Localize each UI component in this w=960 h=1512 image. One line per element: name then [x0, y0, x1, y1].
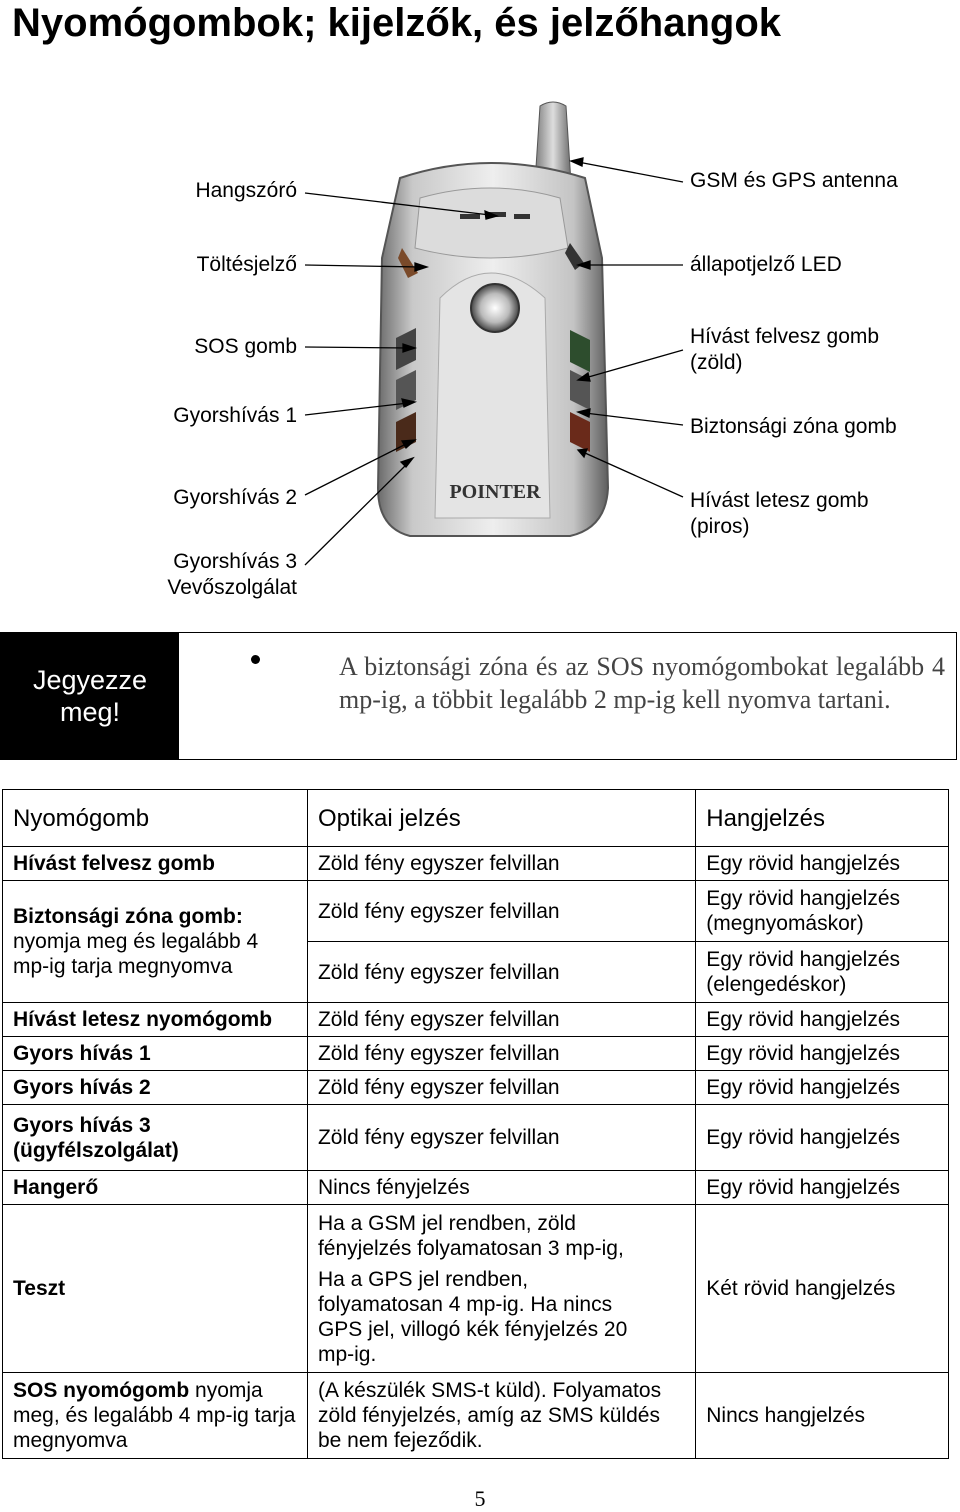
label-vevoszolgalat: Vevőszolgálat — [167, 576, 297, 599]
cell-sound: Nincs hangjelzés — [695, 1372, 949, 1459]
cell-button: Hangerő — [2, 1170, 308, 1205]
phone-brand-logo: POINTER — [449, 481, 541, 503]
label-gyorshivas-2: Gyorshívás 2 — [173, 486, 297, 509]
cell-button-rest: nyomja meg, és legalább 4 mp-ig tarja me… — [13, 1379, 296, 1452]
label-gyorshivas-3: Gyorshívás 3 — [173, 550, 297, 573]
note-label-line2: meg! — [59, 697, 120, 727]
cell-optical: Zöld fény egyszer felvillan — [306, 1002, 697, 1037]
cell-button-rest: nyomja meg és legalább 4 mp-ig tarja meg… — [13, 930, 259, 978]
pointer-lines — [304, 157, 684, 566]
cell-sound: Egy rövid hangjelzés — [695, 1036, 949, 1071]
label-felvesz-color: (zöld) — [690, 351, 743, 374]
cell-button: Teszt — [2, 1204, 308, 1373]
label-led: állapotjelző LED — [690, 253, 842, 276]
bullet-icon — [251, 655, 260, 664]
cell-sound: Egy rövid hangjelzés (elengedéskor) — [695, 941, 949, 1003]
cell-optical: Zöld fény egyszer felvillan — [306, 880, 697, 942]
cell-optical-gsm: Ha a GSM jel rendben, zöld fényjelzés fo… — [317, 1211, 624, 1260]
table-row: SOS nyomógomb nyomja meg, és legalább 4 … — [2, 1372, 949, 1459]
table-row: Teszt Ha a GSM jel rendben, zöld fényjel… — [2, 1204, 949, 1373]
cell-optical: Nincs fényjelzés — [306, 1170, 697, 1205]
table-row: Gyors hívás 2 Zöld fény egyszer felvilla… — [2, 1070, 949, 1105]
note-label-line1: Jegyezze — [32, 665, 148, 695]
table-row: Biztonsági zóna gomb:nyomja meg és legal… — [2, 880, 949, 1003]
label-zona-gomb: Biztonsági zóna gomb — [690, 415, 897, 438]
header-nyomogomb: Nyomógomb — [2, 789, 308, 847]
cell-sound: Egy rövid hangjelzés (megnyomáskor) — [695, 880, 949, 942]
cell-button: Biztonsági zóna gomb:nyomja meg és legal… — [2, 880, 308, 1003]
cell-sound: Egy rövid hangjelzés — [695, 1002, 949, 1037]
cell-sound: Egy rövid hangjelzés — [695, 1170, 949, 1205]
cell-button-bold: Biztonsági zóna gomb: — [13, 905, 243, 928]
cell-optical: Zöld fény egyszer felvillan — [306, 1036, 697, 1071]
table-header-row: Nyomógomb Optikai jelzés Hangjelzés — [2, 789, 949, 847]
cell-sound: Egy rövid hangjelzés — [695, 1070, 949, 1105]
label-felvesz-gomb: Hívást felvesz gomb — [690, 325, 880, 348]
page-number: 5 — [474, 1486, 486, 1511]
label-letesz-gomb: Hívást letesz gomb — [690, 489, 869, 512]
cell-sound: Két rövid hangjelzés — [695, 1204, 949, 1373]
cell-button: Gyors hívás 3 (ügyfélszolgálat) — [2, 1104, 308, 1171]
cell-optical: Zöld fény egyszer felvillan — [306, 941, 697, 1003]
label-letesz-color: (piros) — [690, 515, 750, 538]
table-row: Hívást letesz nyomógomb Zöld fény egysze… — [2, 1002, 949, 1037]
cell-optical: Zöld fény egyszer felvillan — [306, 1070, 697, 1105]
page-title: Nyomógombok; kijelzők, és jelzőhangok — [12, 1, 782, 45]
header-hangjelzes: Hangjelzés — [695, 789, 949, 847]
table-row: Hangerő Nincs fényjelzés Egy rövid hangj… — [2, 1170, 949, 1205]
header-optikai: Optikai jelzés — [306, 789, 697, 847]
label-hangszoro: Hangszóró — [195, 179, 297, 202]
cell-sound: Egy rövid hangjelzés — [695, 1104, 949, 1171]
note-text: A biztonsági zóna és az SOS nyomógomboka… — [339, 652, 945, 714]
buttons-table: Nyomógomb Optikai jelzés Hangjelzés Hívá… — [2, 789, 949, 1459]
cell-button: Gyors hívás 2 — [2, 1070, 308, 1105]
cell-optical: (A készülék SMS-t küld). Folyamatos zöld… — [306, 1372, 697, 1459]
cell-optical: Ha a GSM jel rendben, zöld fényjelzés fo… — [306, 1204, 697, 1373]
cell-sound: Egy rövid hangjelzés — [695, 846, 949, 881]
label-gyorshivas-1: Gyorshívás 1 — [173, 404, 297, 427]
cell-button: Hívást felvesz gomb — [2, 846, 308, 881]
cell-optical: Zöld fény egyszer felvillan — [306, 846, 697, 881]
table-row: Hívást felvesz gomb Zöld fény egyszer fe… — [2, 846, 949, 881]
label-antenna: GSM és GPS antenna — [690, 169, 898, 192]
cell-button: Gyors hívás 1 — [2, 1036, 308, 1071]
phone-image: POINTER — [376, 101, 610, 537]
cell-button: Hívást letesz nyomógomb — [2, 1002, 308, 1037]
cell-optical: Zöld fény egyszer felvillan — [306, 1104, 697, 1171]
cell-button: SOS nyomógomb nyomja meg, és legalább 4 … — [2, 1372, 308, 1459]
table-row: Zöld fény egyszer felvillan Egy rövid ha… — [3, 941, 949, 1003]
table-row: Gyors hívás 3 (ügyfélszolgálat) Zöld fén… — [2, 1104, 949, 1171]
label-toltesjelzo: Töltésjelző — [196, 253, 297, 276]
cell-button-bold: SOS nyomógomb — [13, 1379, 190, 1402]
table-row: Gyors hívás 1 Zöld fény egyszer felvilla… — [2, 1036, 949, 1071]
cell-optical-gps: Ha a GPS jel rendben, folyamatosan 4 mp-… — [317, 1267, 628, 1366]
label-sos-gomb: SOS gomb — [194, 335, 297, 358]
